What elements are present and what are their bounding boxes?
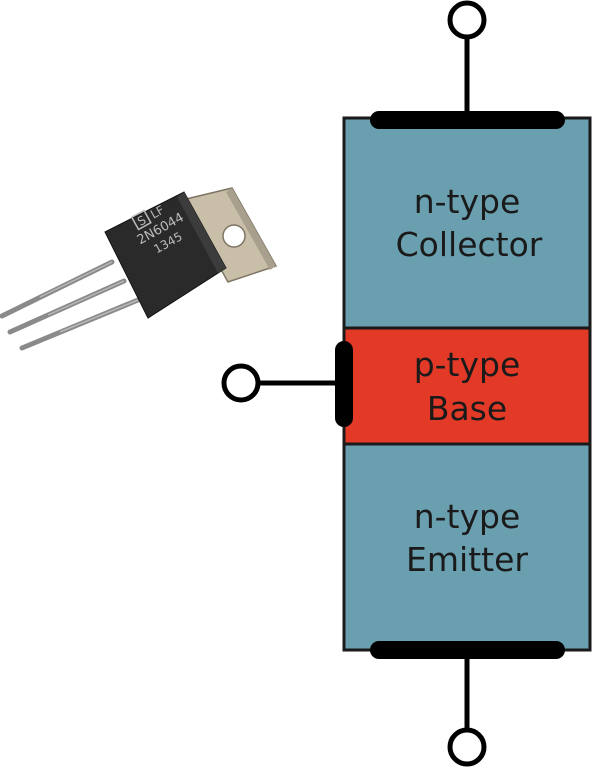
emitter-terminal bbox=[370, 641, 565, 767]
base-terminal-node bbox=[221, 363, 261, 403]
emitter-layer: n-type Emitter bbox=[342, 442, 592, 652]
base-layer: p-type Base bbox=[342, 326, 592, 446]
collector-layer: n-type Collector bbox=[342, 116, 592, 330]
collector-terminal bbox=[370, 0, 565, 129]
base-type-label: p-type bbox=[414, 345, 521, 384]
base-terminal bbox=[221, 341, 353, 427]
emitter-region bbox=[342, 442, 592, 652]
collector-region-label: Collector bbox=[396, 225, 543, 264]
transistor-leads bbox=[0, 259, 141, 351]
collector-region bbox=[342, 116, 592, 330]
base-region-label: Base bbox=[427, 389, 507, 428]
collector-type-label: n-type bbox=[414, 182, 521, 221]
emitter-terminal-node bbox=[447, 727, 487, 767]
mounting-hole bbox=[222, 224, 246, 248]
transistor-photo: S LF 2N6044 1345 bbox=[0, 187, 278, 351]
manufacturer-logo bbox=[130, 209, 152, 231]
emitter-region-label: Emitter bbox=[406, 540, 528, 579]
collector-terminal-node bbox=[447, 0, 487, 40]
emitter-type-label: n-type bbox=[414, 497, 521, 536]
marking-line-1: LF bbox=[148, 203, 167, 222]
